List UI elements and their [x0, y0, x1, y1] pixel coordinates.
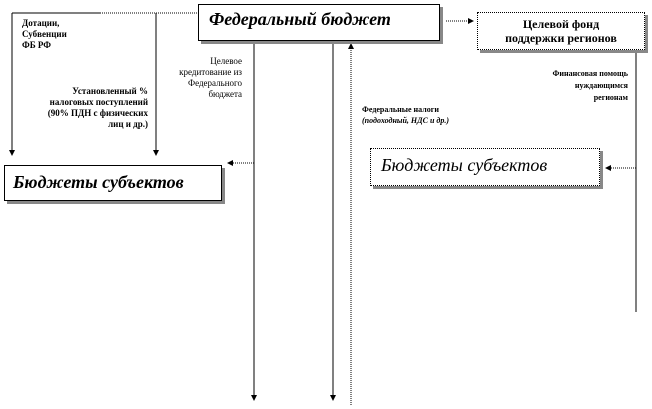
target-fund-line-2: поддержки регионов — [505, 31, 617, 45]
label-line: Целевое — [210, 56, 242, 66]
label-line: лиц и др.) — [108, 119, 148, 129]
label-line: Федеральные налоги — [362, 105, 439, 114]
label-line: Финансовая помощь — [552, 69, 628, 78]
regional-budgets-left-box: Бюджеты субъектов — [4, 165, 222, 201]
label-line: Субвенции — [22, 29, 67, 39]
label-line: нуждающимся — [574, 81, 628, 90]
financial-aid-label: Финансовая помощь нуждающимся регионам — [500, 68, 628, 104]
federal-budget-title: Федеральный бюджет — [209, 9, 391, 29]
label-line: бюджета — [208, 89, 242, 99]
label-line: Федерального — [187, 78, 242, 88]
target-fund-box: Целевой фонд поддержки регионов — [477, 12, 645, 50]
target-fund-line-1: Целевой фонд — [522, 17, 600, 31]
label-line: ФБ РФ — [22, 40, 52, 50]
tax-share-label: Установленный % налоговых поступлений (9… — [20, 86, 148, 130]
label-line: кредитование из — [179, 67, 242, 77]
regional-budgets-right-title: Бюджеты субъектов — [381, 155, 548, 175]
label-line: регионам — [593, 93, 628, 102]
label-line: Дотации, — [22, 18, 60, 28]
subsidies-label: Дотации, Субвенции ФБ РФ — [22, 18, 67, 51]
regional-budgets-left-title: Бюджеты субъектов — [13, 172, 184, 192]
label-line: налоговых поступлений — [49, 97, 148, 107]
regional-budgets-right-box: Бюджеты субъектов — [370, 148, 600, 186]
label-line: (подоходный, НДС и др.) — [362, 116, 450, 125]
label-line: Установленный % — [72, 86, 148, 96]
federal-budget-box: Федеральный бюджет — [198, 4, 440, 41]
label-line: (90% ПДН с физических — [47, 108, 148, 118]
federal-taxes-label: Федеральные налоги (подоходный, НДС и др… — [362, 104, 449, 126]
target-credit-label: Целевое кредитование из Федерального бюд… — [150, 56, 242, 100]
